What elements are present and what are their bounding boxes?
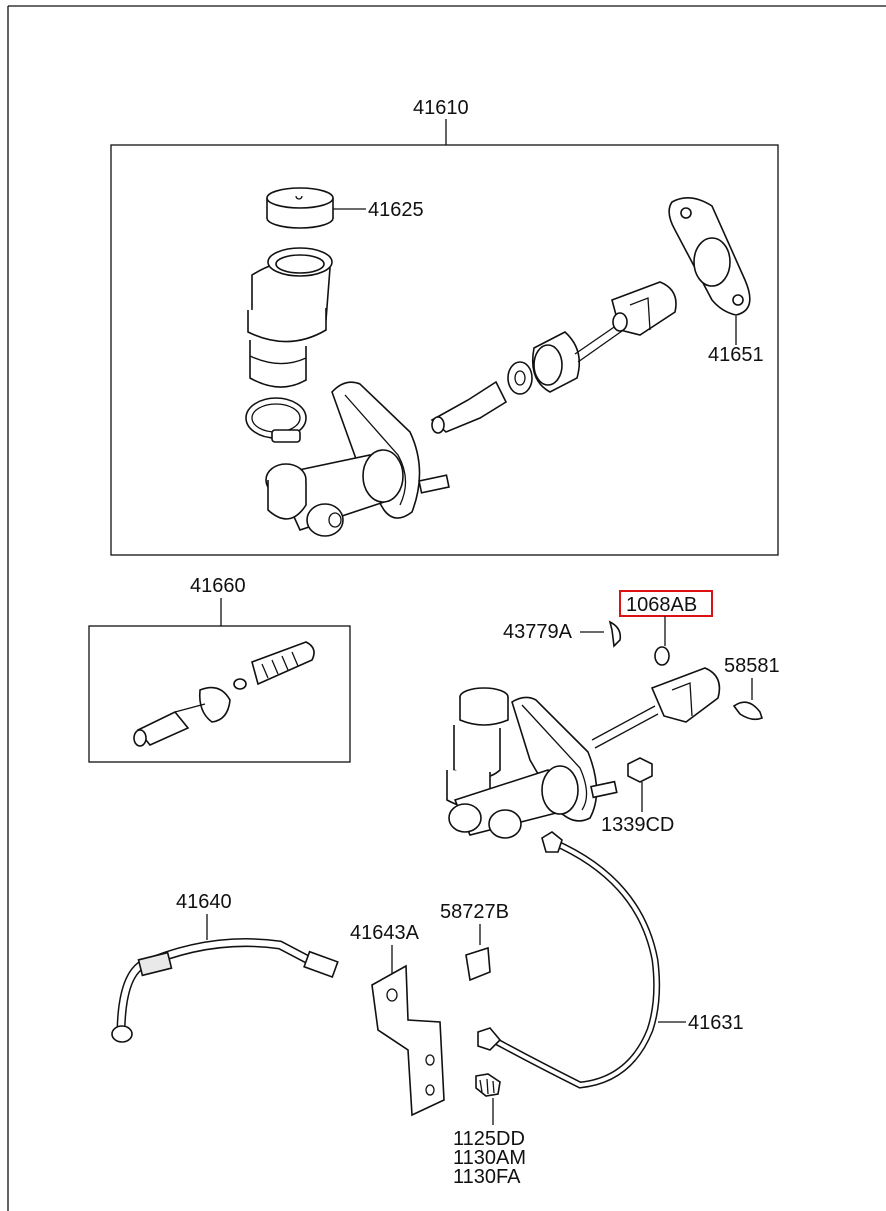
master-cylinder-body[interactable]	[265, 381, 450, 537]
washer-1068AB[interactable]	[654, 646, 670, 666]
label-41643A[interactable]: 41643A	[350, 922, 420, 944]
push-rod-clevis[interactable]	[611, 281, 677, 336]
label-41610[interactable]: 41610	[413, 97, 469, 119]
clutch-pipe-41631[interactable]: 41631	[477, 831, 744, 1089]
page-frame	[7, 5, 886, 1211]
label-41651[interactable]: 41651	[708, 344, 764, 366]
hose-clamp[interactable]	[245, 397, 307, 443]
label-1068AB[interactable]: 1068AB	[626, 594, 697, 616]
split-pin-43779A[interactable]	[608, 620, 622, 648]
repair-kit-group: 41660	[88, 575, 351, 763]
reservoir-body[interactable]	[247, 247, 333, 388]
clutch-hose-41640[interactable]: 41640	[111, 891, 339, 1043]
label-41631[interactable]: 41631	[688, 1012, 744, 1034]
highlight-1068AB	[619, 590, 713, 617]
clevis-pin-58581[interactable]	[732, 701, 763, 721]
label-1125DD[interactable]: 1125DD	[453, 1128, 525, 1150]
piston-assembly[interactable]	[430, 322, 623, 434]
label-41640[interactable]: 41640	[176, 891, 232, 913]
reservoir-cap[interactable]	[266, 187, 334, 229]
bracket-41643A[interactable]: 41643A	[350, 922, 445, 1117]
installed-assembly-group: 1068AB 43779A 58581	[111, 590, 780, 1188]
master-cylinder-assembly-group: 41610 41625	[110, 97, 779, 556]
label-41660[interactable]: 41660	[190, 575, 246, 597]
label-58727B[interactable]: 58727B	[440, 901, 509, 923]
bolt-1125DD[interactable]	[475, 1073, 501, 1125]
assembly-box-41610	[110, 144, 779, 556]
label-1339CD[interactable]: 1339CD	[601, 814, 674, 836]
gasket[interactable]	[668, 197, 751, 316]
assembly-box-41660	[88, 625, 351, 763]
label-1130AM[interactable]: 1130AM	[453, 1147, 526, 1169]
repair-kit-parts[interactable]	[133, 641, 315, 747]
nut-1339CD[interactable]	[627, 757, 653, 783]
installed-master-cylinder[interactable]	[446, 667, 721, 839]
label-43779A[interactable]: 43779A	[503, 621, 573, 643]
label-58581[interactable]: 58581	[724, 655, 780, 677]
clip-58727B[interactable]	[465, 946, 491, 982]
label-41625[interactable]: 41625	[368, 199, 424, 221]
label-1130FA[interactable]: 1130FA	[453, 1166, 521, 1188]
